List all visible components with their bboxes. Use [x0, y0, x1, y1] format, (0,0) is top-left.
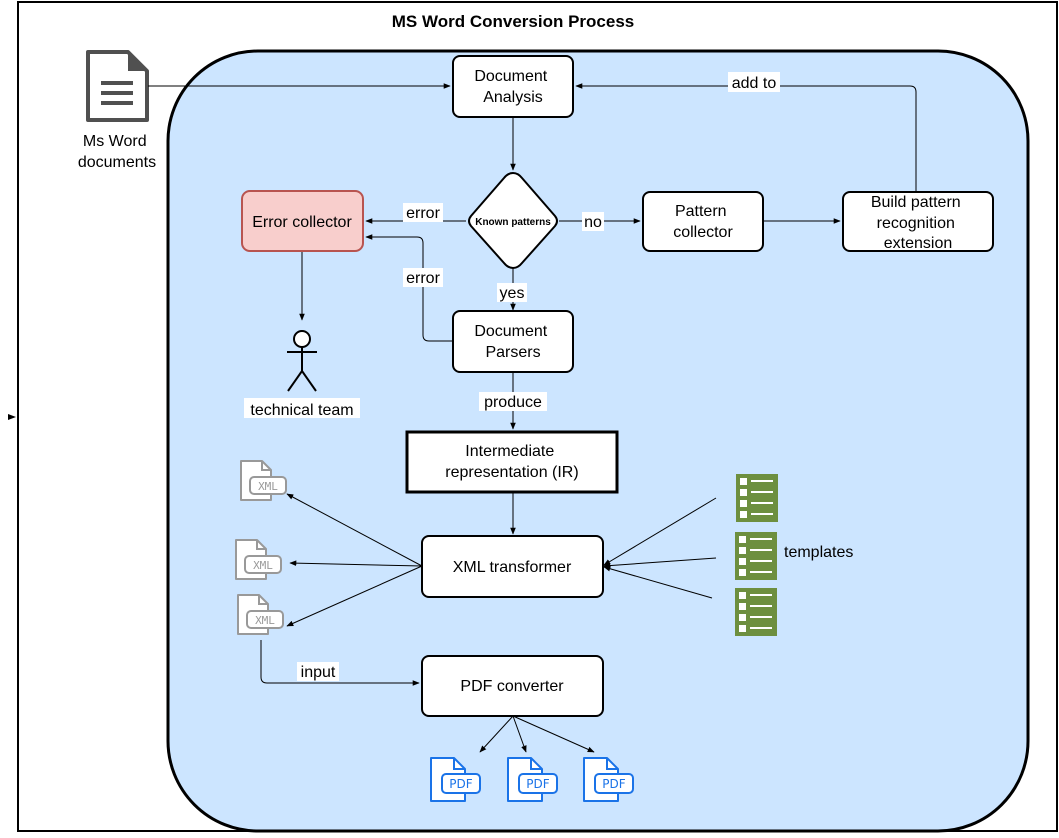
- edge-template1-to-xmlt: [603, 497, 717, 566]
- node-document-analysis[interactable]: [452, 55, 574, 118]
- xml-transformer-label: XML transformer: [453, 559, 572, 576]
- build-pattern-label: Build pattern recognition extension: [871, 194, 965, 252]
- svg-text:PDF: PDF: [526, 777, 549, 791]
- diagram-title: MS Word Conversion Process: [392, 12, 634, 31]
- node-error-collector[interactable]: [241, 190, 364, 252]
- xml-file-icon: XML: [235, 539, 282, 580]
- error-collector-label: Error collector: [252, 214, 352, 231]
- edge-label-error-parsers: error: [406, 270, 440, 287]
- svg-text:PDF: PDF: [449, 777, 472, 791]
- edge-label-yes: yes: [500, 285, 525, 302]
- ms-word-label: Ms Word documents: [78, 133, 156, 171]
- pdf-converter-label: PDF converter: [460, 678, 564, 695]
- technical-team-label-bg: [244, 398, 360, 418]
- svg-text:XML: XML: [258, 480, 278, 493]
- edge-pdfconv-to-pdf2: [512, 715, 527, 753]
- node-xml-transformer[interactable]: [421, 535, 604, 598]
- edge-parsers-to-error: [365, 234, 453, 342]
- edge-xmlt-to-xml1: [286, 493, 423, 567]
- xml-file-icon: XML: [237, 594, 284, 635]
- edge-pdfconv-to-pdf3: [512, 715, 595, 753]
- ir-label: Intermediate representation (IR): [445, 443, 578, 481]
- edge-label-add-to: add to: [732, 75, 777, 92]
- edge-label-error: error: [406, 205, 440, 222]
- node-known-patterns[interactable]: [468, 171, 558, 270]
- edge-xmlt-to-xml2: [289, 560, 423, 567]
- templates-label: templates: [784, 544, 853, 561]
- svg-text:PDF: PDF: [602, 777, 625, 791]
- node-build-pattern[interactable]: [842, 191, 994, 252]
- document-icon: [86, 50, 149, 122]
- known-patterns-label: Known patterns: [475, 217, 551, 228]
- person-icon: [287, 330, 317, 392]
- node-pattern-collector[interactable]: [642, 191, 764, 252]
- document-parsers-label: Document Parsers: [474, 323, 551, 361]
- edge-label-produce: produce: [484, 394, 542, 411]
- template-icon: [735, 532, 777, 580]
- edge-xml3-to-pdfconv: [260, 640, 420, 686]
- template-icon: [736, 474, 778, 522]
- edge-label-no: no: [584, 214, 602, 231]
- technical-team-label: technical team: [250, 402, 353, 419]
- node-document-parsers[interactable]: [452, 310, 574, 373]
- pdf-file-icon: PDF: [583, 757, 634, 802]
- pdf-file-icon: PDF: [430, 757, 481, 802]
- xml-file-icon: XML: [240, 460, 287, 501]
- edge-pdfconv-to-pdf1: [479, 715, 514, 753]
- document-analysis-label: Document Analysis: [474, 68, 551, 106]
- node-pdf-converter[interactable]: [421, 655, 604, 717]
- pdf-file-icon: PDF: [507, 757, 558, 802]
- edge-xmlt-to-xml3: [286, 565, 423, 627]
- svg-text:XML: XML: [253, 559, 273, 572]
- edge-template3-to-xmlt: [603, 566, 713, 599]
- pattern-collector-label: Pattern collector: [673, 203, 733, 241]
- svg-text:XML: XML: [255, 614, 275, 627]
- edge-template2-to-xmlt: [603, 557, 717, 569]
- template-icon: [735, 588, 777, 636]
- edge-buildpattern-to-analysis: [575, 83, 917, 191]
- stray-arrow-tip: [8, 414, 16, 420]
- node-intermediate-representation[interactable]: [405, 430, 619, 494]
- edges: [148, 83, 917, 753]
- edge-label-input: input: [301, 664, 336, 681]
